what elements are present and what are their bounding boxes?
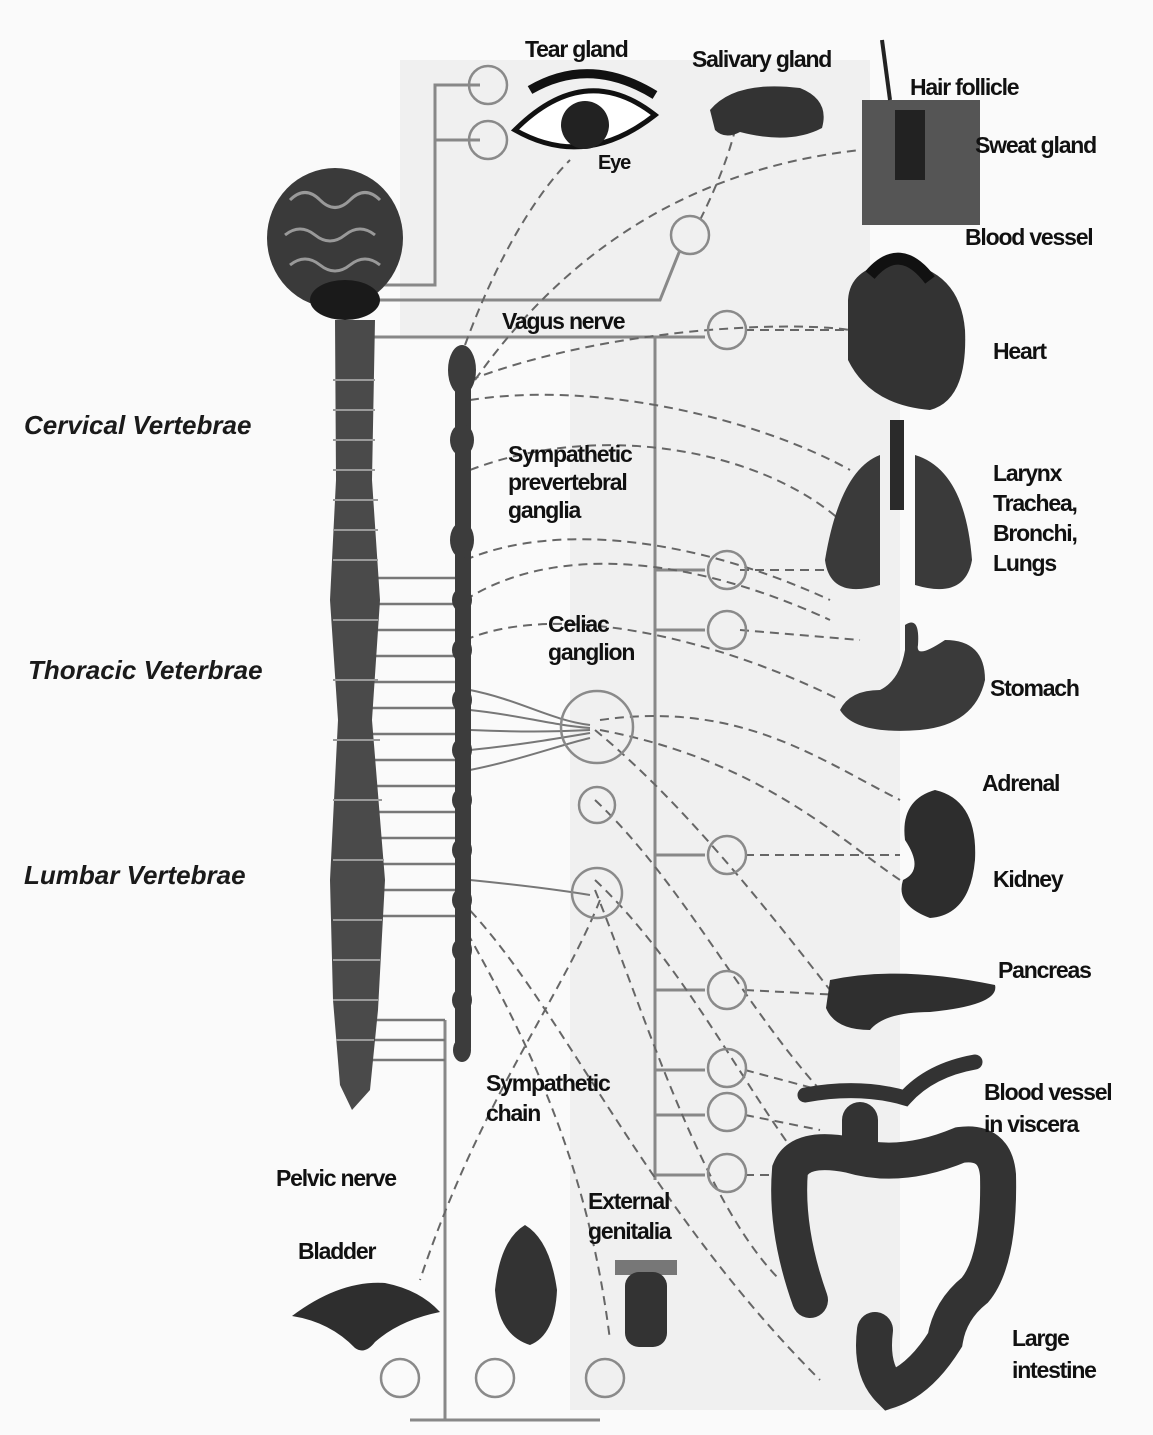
tear-gland-label: Tear gland (525, 34, 628, 64)
prevertebral-ganglia-label: Sympathetic prevertebral ganglia (508, 440, 632, 524)
blood-vessel-viscera-label: Blood vessel in viscera (984, 1076, 1112, 1140)
cervical-vertebrae-label: Cervical Vertebrae (24, 410, 251, 440)
stomach-label: Stomach (990, 673, 1079, 703)
bladder-label: Bladder (298, 1236, 375, 1266)
pancreas-label: Pancreas (998, 955, 1091, 985)
salivary-gland-label: Salivary gland (692, 44, 831, 74)
sweat-gland-label: Sweat gland (975, 130, 1096, 160)
external-genitalia-label: External genitalia (588, 1186, 671, 1246)
heart-label: Heart (993, 336, 1046, 366)
lungs-label: Larynx Trachea, Bronchi, Lungs (993, 458, 1077, 578)
sympathetic-chain-label: Sympathetic chain (486, 1068, 610, 1128)
thoracic-vertebrae-label: Thoracic Veterbrae (28, 655, 263, 685)
adrenal-label: Adrenal (982, 768, 1059, 798)
kidney-label: Kidney (993, 864, 1062, 894)
vagus-nerve-label: Vagus nerve (502, 306, 624, 336)
large-intestine-label: Large intestine (1012, 1322, 1096, 1386)
lumbar-vertebrae-label: Lumbar Vertebrae (24, 860, 246, 890)
eye-label: Eye (598, 148, 630, 178)
blood-vessel-label: Blood vessel (965, 222, 1093, 252)
hair-follicle-label: Hair follicle (910, 72, 1018, 102)
pelvic-nerve-label: Pelvic nerve (276, 1163, 396, 1193)
celiac-ganglion-label: Celiac ganglion (548, 610, 634, 666)
